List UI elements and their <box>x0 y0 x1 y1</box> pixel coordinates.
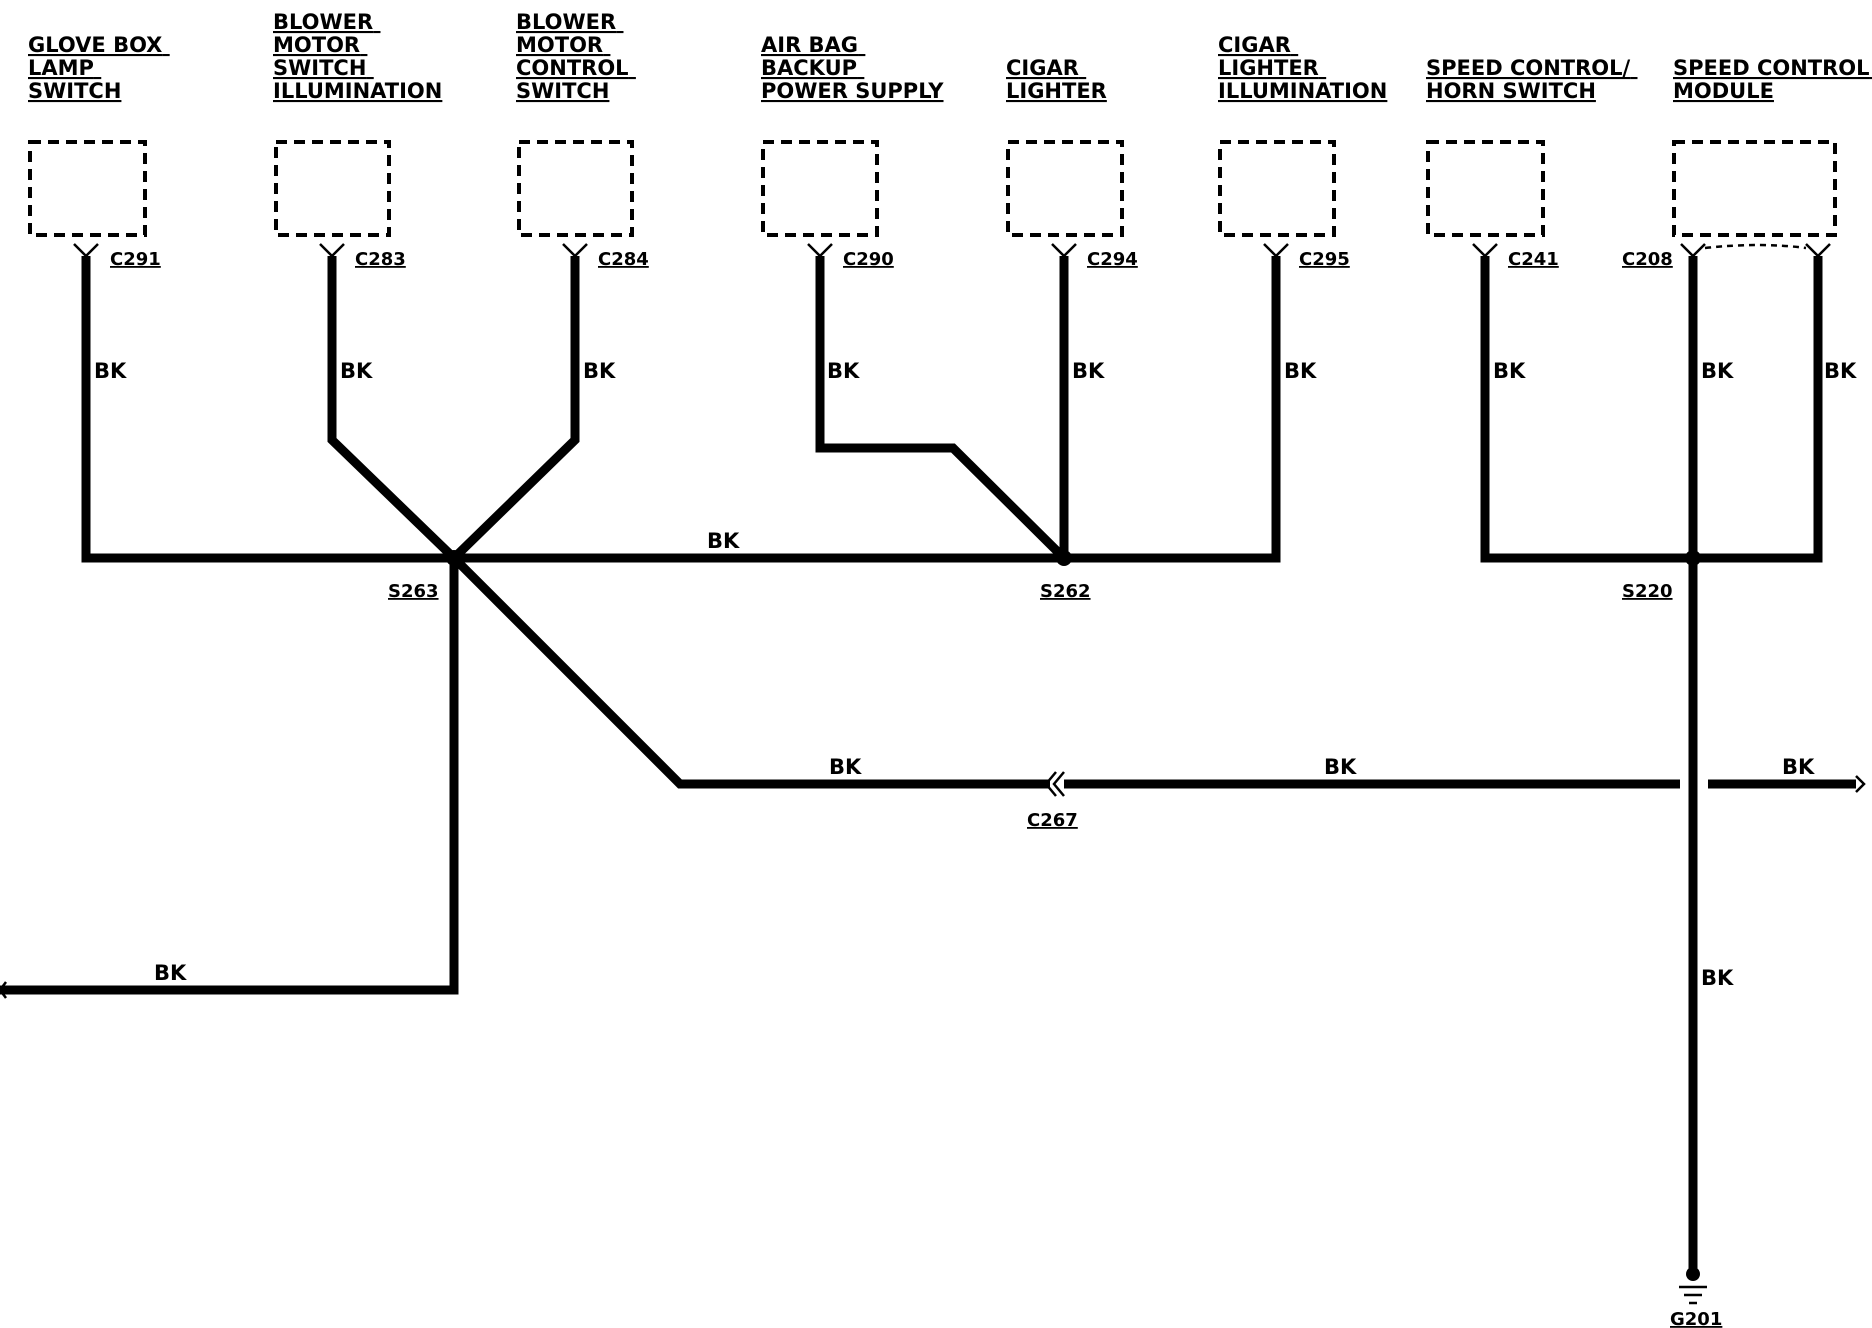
wire-color-labels: BK BK BK BK BK BK BK BK BK BK BK BK BK B… <box>94 359 1857 990</box>
connector-c208: C208 <box>1622 249 1673 270</box>
wire-label-c241: BK <box>1493 359 1526 383</box>
connector-c241: C241 <box>1508 249 1559 270</box>
wire-c241-to-s220 <box>1480 256 1693 563</box>
wire-c290-to-s262 <box>815 256 1068 562</box>
blower-motor-control-switch-box <box>517 140 634 237</box>
wire-label-c294: BK <box>1072 359 1105 383</box>
connector-c295: C295 <box>1299 249 1350 270</box>
splice-s262-label: S262 <box>1040 581 1091 602</box>
wire-c291-to-s263 <box>81 256 454 563</box>
ground-g201-label: G201 <box>1670 1309 1722 1328</box>
splice-s263-dot <box>446 550 462 566</box>
wire-label-c283: BK <box>340 359 373 383</box>
speed-control-horn-switch-title: SPEED CONTROL/ HORN SWITCH <box>1426 56 1638 103</box>
wire-label-c208: BK <box>1701 359 1734 383</box>
wire-label-c295: BK <box>1284 359 1317 383</box>
speed-control-module-box <box>1672 140 1837 237</box>
wire-label-c290: BK <box>827 359 860 383</box>
wire-label-to-c267: BK <box>829 755 862 779</box>
wire-c283-to-s263 <box>327 256 458 562</box>
ground-symbol-g201 <box>1679 1267 1707 1305</box>
splice-s220-label: S220 <box>1622 581 1673 602</box>
right-exit-arrow <box>1855 775 1866 793</box>
blower-motor-switch-illumination-box <box>274 140 391 237</box>
wire-label-to-g201: BK <box>1701 966 1734 990</box>
air-bag-backup-power-supply-title: AIR BAG BACKUP POWER SUPPLY <box>761 33 944 103</box>
wire-s263-to-c267 <box>450 554 1050 789</box>
blower-motor-control-switch-title: BLOWER MOTOR CONTROL SWITCH <box>516 10 636 103</box>
glove-box-lamp-switch-box <box>28 140 147 237</box>
cigar-lighter-illumination-box <box>1218 140 1336 237</box>
connector-c284: C284 <box>598 249 649 270</box>
splice-s220-dot <box>1685 550 1701 566</box>
wire-label-left-exit: BK <box>154 961 187 985</box>
wire-label-c284: BK <box>583 359 616 383</box>
connector-c267: C267 <box>1027 810 1078 831</box>
wire-s263-down-left <box>0 558 459 995</box>
connector-c291: C291 <box>110 249 161 270</box>
wire-label-c291: BK <box>94 359 127 383</box>
splice-s262-dot <box>1056 550 1072 566</box>
cigar-lighter-title: CIGAR LIGHTER <box>1006 56 1107 103</box>
cigar-lighter-illumination-title: CIGAR LIGHTER ILLUMINATION <box>1218 33 1387 103</box>
connector-c294: C294 <box>1087 249 1138 270</box>
air-bag-backup-power-supply-box <box>761 140 879 237</box>
splice-s263-label: S263 <box>388 581 439 602</box>
wire-c284-to-s263 <box>450 256 580 562</box>
cigar-lighter-box <box>1006 140 1124 237</box>
connector-pin-symbols <box>73 243 1831 258</box>
blower-motor-switch-illumination-title: BLOWER MOTOR SWITCH ILLUMINATION <box>273 10 442 103</box>
left-exit-arrow <box>0 981 7 999</box>
wire-label-right-exit: BK <box>1782 755 1815 779</box>
wire-label-s263-s262: BK <box>707 529 740 553</box>
speed-control-horn-switch-box <box>1426 140 1545 237</box>
speed-control-module-title: SPEED CONTROL MODULE <box>1673 56 1872 103</box>
glove-box-lamp-switch-title: GLOVE BOX LAMP SWITCH <box>28 33 170 103</box>
wire-label-c267-trunk: BK <box>1324 755 1357 779</box>
c267-inline-connector-symbol <box>1044 771 1065 797</box>
wire-module-to-s220 <box>1693 256 1823 563</box>
connector-c283: C283 <box>355 249 406 270</box>
connector-c290: C290 <box>843 249 894 270</box>
wire-c295-to-s262 <box>1064 256 1281 563</box>
wire-label-module: BK <box>1824 359 1857 383</box>
wires <box>0 256 1856 1270</box>
